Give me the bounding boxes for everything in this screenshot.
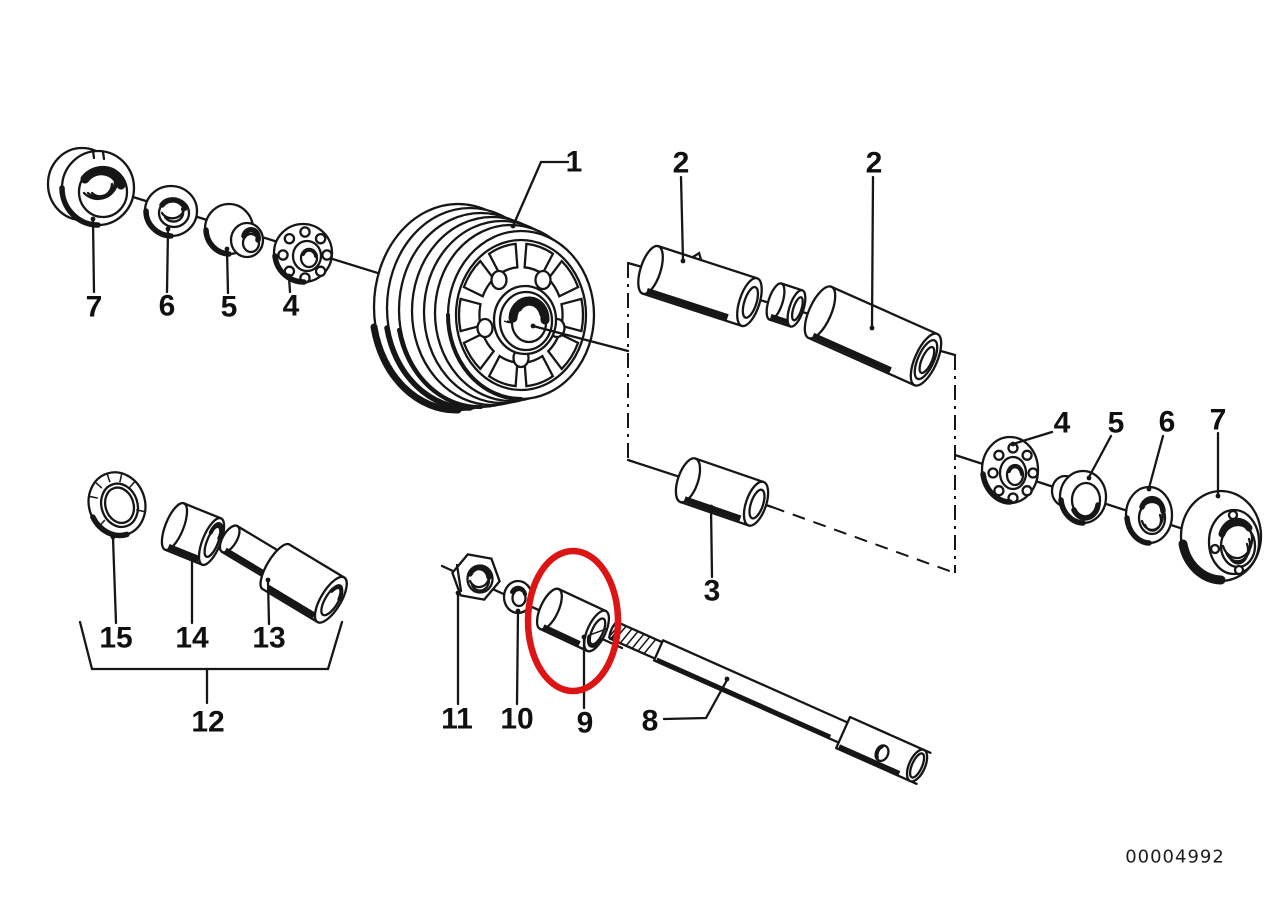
fin-shading [384, 325, 473, 411]
hub-face-slots [457, 242, 585, 388]
callout-part-6-left[interactable]: 6 [159, 290, 176, 323]
callout-part-14[interactable]: 14 [175, 622, 209, 655]
spacer-ring[interactable] [763, 281, 809, 328]
leader-7-left [91, 218, 96, 294]
part-2-spacer-sleeve-a[interactable] [633, 237, 768, 329]
callouts: 1 2 2 3 4 5 6 7 7 6 5 4 15 14 13 12 11 1… [86, 146, 1227, 740]
leader-10 [515, 610, 520, 706]
fin-shading [397, 328, 483, 410]
callout-part-11[interactable]: 11 [441, 703, 473, 736]
callout-part-3[interactable]: 3 [704, 575, 721, 608]
callout-part-6-right[interactable]: 6 [1159, 406, 1176, 439]
part-13-stepped-sleeve[interactable] [210, 513, 352, 627]
watermark: 00004992 [1125, 847, 1225, 868]
part-4-right-ball-bearing[interactable] [980, 435, 1040, 505]
callout-part-9[interactable]: 9 [577, 707, 594, 740]
highlight-circle-part-9 [524, 547, 622, 695]
callout-part-15[interactable]: 15 [99, 622, 132, 655]
bracket-12 [78, 620, 344, 671]
part-15-sealing-ring[interactable] [80, 465, 153, 543]
part-6-right-ring[interactable] [1124, 485, 1174, 546]
callout-part-1[interactable]: 1 [566, 146, 583, 179]
leader-13 [266, 579, 271, 626]
leader-4-left [287, 275, 292, 294]
part-1-brake-drum-hub[interactable] [370, 202, 596, 414]
callout-part-5-right[interactable]: 5 [1108, 407, 1125, 440]
part-8-axle-shaft[interactable] [605, 614, 932, 786]
leader-3 [709, 505, 714, 579]
callout-part-2a[interactable]: 2 [673, 147, 690, 180]
leader-lines [78, 160, 1221, 721]
hub-center-boss [492, 284, 558, 356]
part-5-left-spacer[interactable] [203, 202, 265, 259]
part-14-bushing[interactable] [157, 500, 230, 568]
part-4-left-ball-bearing[interactable] [272, 222, 334, 285]
leader-5-left [225, 248, 230, 295]
callout-part-7-right[interactable]: 7 [1210, 404, 1227, 437]
rim-shading [446, 313, 523, 401]
leader-6-right [1147, 434, 1165, 490]
leader-6-left [165, 228, 170, 294]
callout-part-4-left[interactable]: 4 [283, 290, 300, 323]
part-7-right-grooved-nut[interactable] [1178, 489, 1263, 585]
callout-part-8[interactable]: 8 [642, 705, 659, 738]
callout-part-10[interactable]: 10 [500, 703, 533, 736]
part-6-left-ring[interactable] [143, 184, 199, 239]
callout-part-4-right[interactable]: 4 [1054, 407, 1071, 440]
part-3-spacer-sleeve[interactable] [671, 455, 773, 528]
leader-2a [679, 175, 685, 262]
callout-part-13[interactable]: 13 [252, 622, 285, 655]
leader-8 [662, 678, 729, 721]
hub-center-axis [531, 324, 630, 353]
part-2-spacer-sleeve-b[interactable] [799, 282, 948, 389]
leader-1 [511, 160, 570, 228]
fin-shading [370, 323, 462, 414]
callout-part-7-left[interactable]: 7 [86, 291, 103, 324]
callout-part-2b[interactable]: 2 [866, 147, 883, 180]
leader-2b [870, 175, 875, 329]
part-7-left-grooved-nut[interactable] [46, 146, 136, 228]
part-11-hex-nut[interactable] [451, 553, 501, 601]
leader-15 [111, 536, 118, 625]
panel-bottom-edge-dashed [771, 506, 956, 574]
callout-part-12[interactable]: 12 [191, 706, 224, 739]
leader-5-right [1087, 434, 1113, 479]
part-10-washer[interactable] [502, 579, 534, 615]
leader-4-right [1011, 430, 1054, 446]
part-5-right-spacer[interactable] [1050, 469, 1108, 526]
callout-part-5-left[interactable]: 5 [221, 291, 238, 324]
part-9-spacer-bushing[interactable] [532, 585, 614, 654]
